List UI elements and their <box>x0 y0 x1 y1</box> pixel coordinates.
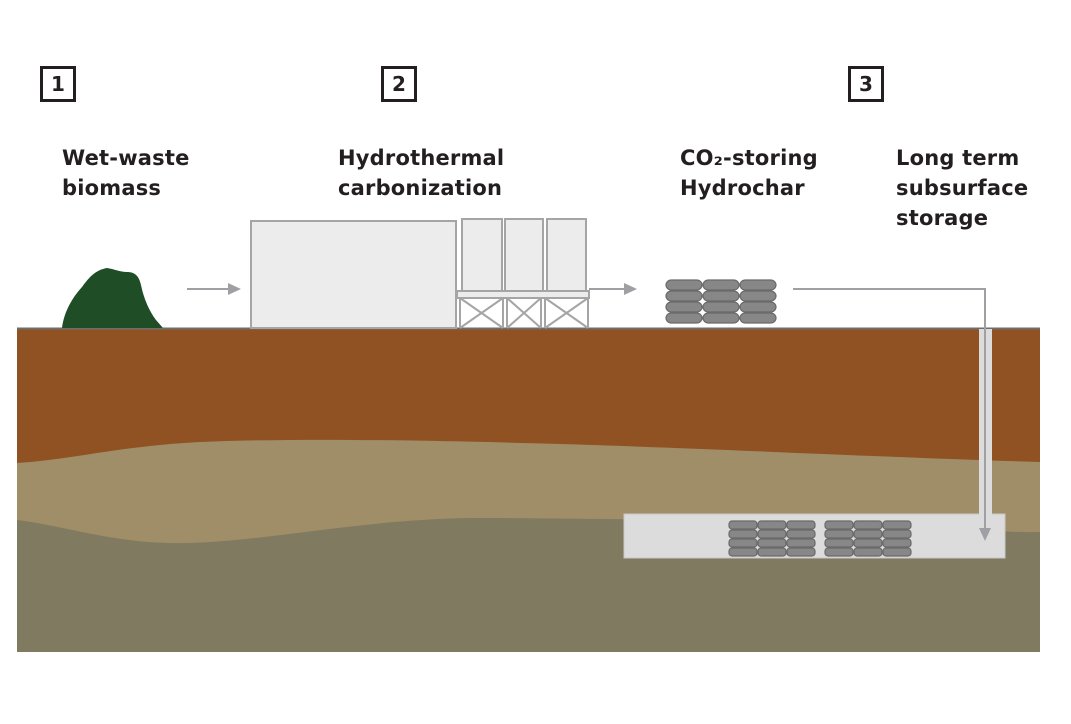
storage-arrow-head <box>979 528 991 541</box>
hydrochar-pellet <box>786 529 816 539</box>
hydrochar-pellet <box>665 312 703 324</box>
hydrochar-pellet <box>757 547 787 557</box>
hydrochar-pellet <box>882 547 912 557</box>
hydrochar-pellet <box>728 538 758 548</box>
hydrochar-pellet <box>853 547 883 557</box>
label-co2-storing-hydrochar: CO₂-storing Hydrochar <box>680 146 818 200</box>
arrow-hydrochar-to-storage <box>793 288 992 530</box>
label-long-term-subsurface-storage: Long term subsurface storage <box>896 146 1029 230</box>
stored-hydrochar-stack-right <box>824 520 912 557</box>
hydrochar-pellet <box>757 520 787 530</box>
hydrochar-pellet <box>853 529 883 539</box>
hydrochar-pellet <box>853 520 883 530</box>
step-2-number: 2 <box>392 72 406 96</box>
arrow-htc-to-hydrochar <box>589 283 637 295</box>
stored-hydrochar-stack-left <box>728 520 816 557</box>
hydrochar-pellet <box>882 520 912 530</box>
hydrochar-pellet <box>824 529 854 539</box>
hydrochar-pellet <box>702 290 740 302</box>
label-hydrothermal-carbonization: Hydrothermal carbonization <box>338 146 505 200</box>
hydrochar-pellet <box>665 290 703 302</box>
arrow-biomass-to-htc <box>187 283 241 295</box>
step-2-badge: 2 <box>381 66 417 102</box>
hydrochar-pellet <box>786 520 816 530</box>
hydrochar-pellet <box>739 279 777 291</box>
step-1-number: 1 <box>51 72 65 96</box>
step-3-badge: 3 <box>848 66 884 102</box>
hydrochar-pellet <box>824 538 854 548</box>
step-3-number: 3 <box>859 72 873 96</box>
step-1-badge: 1 <box>40 66 76 102</box>
hydrochar-pellet <box>786 547 816 557</box>
label-wet-waste-biomass: Wet-waste biomass <box>62 146 190 200</box>
hydrochar-pellet <box>665 279 703 291</box>
hydrochar-pellet <box>882 538 912 548</box>
hydrochar-pellet <box>757 538 787 548</box>
hydrochar-pellet <box>702 312 740 324</box>
hydrochar-pellet <box>786 538 816 548</box>
hydrochar-pellet <box>853 538 883 548</box>
hydrochar-pellet <box>728 520 758 530</box>
hydrochar-pellet <box>757 529 787 539</box>
hydrochar-pellet <box>702 301 740 313</box>
hydrochar-pellet <box>665 301 703 313</box>
biomass-mound-icon <box>62 268 163 328</box>
hydrochar-pellet <box>739 301 777 313</box>
hydrochar-pellet <box>824 547 854 557</box>
hydrochar-pellet <box>728 547 758 557</box>
hydrochar-pellet <box>739 312 777 324</box>
htc-facility-icon <box>250 218 590 329</box>
hydrochar-pellet <box>882 529 912 539</box>
hydrochar-pellet <box>728 529 758 539</box>
hydrochar-stack-icon <box>665 279 777 324</box>
hydrochar-pellet <box>739 290 777 302</box>
hydrochar-pellet <box>824 520 854 530</box>
hydrochar-pellet <box>702 279 740 291</box>
topsoil-layer <box>17 328 1040 463</box>
